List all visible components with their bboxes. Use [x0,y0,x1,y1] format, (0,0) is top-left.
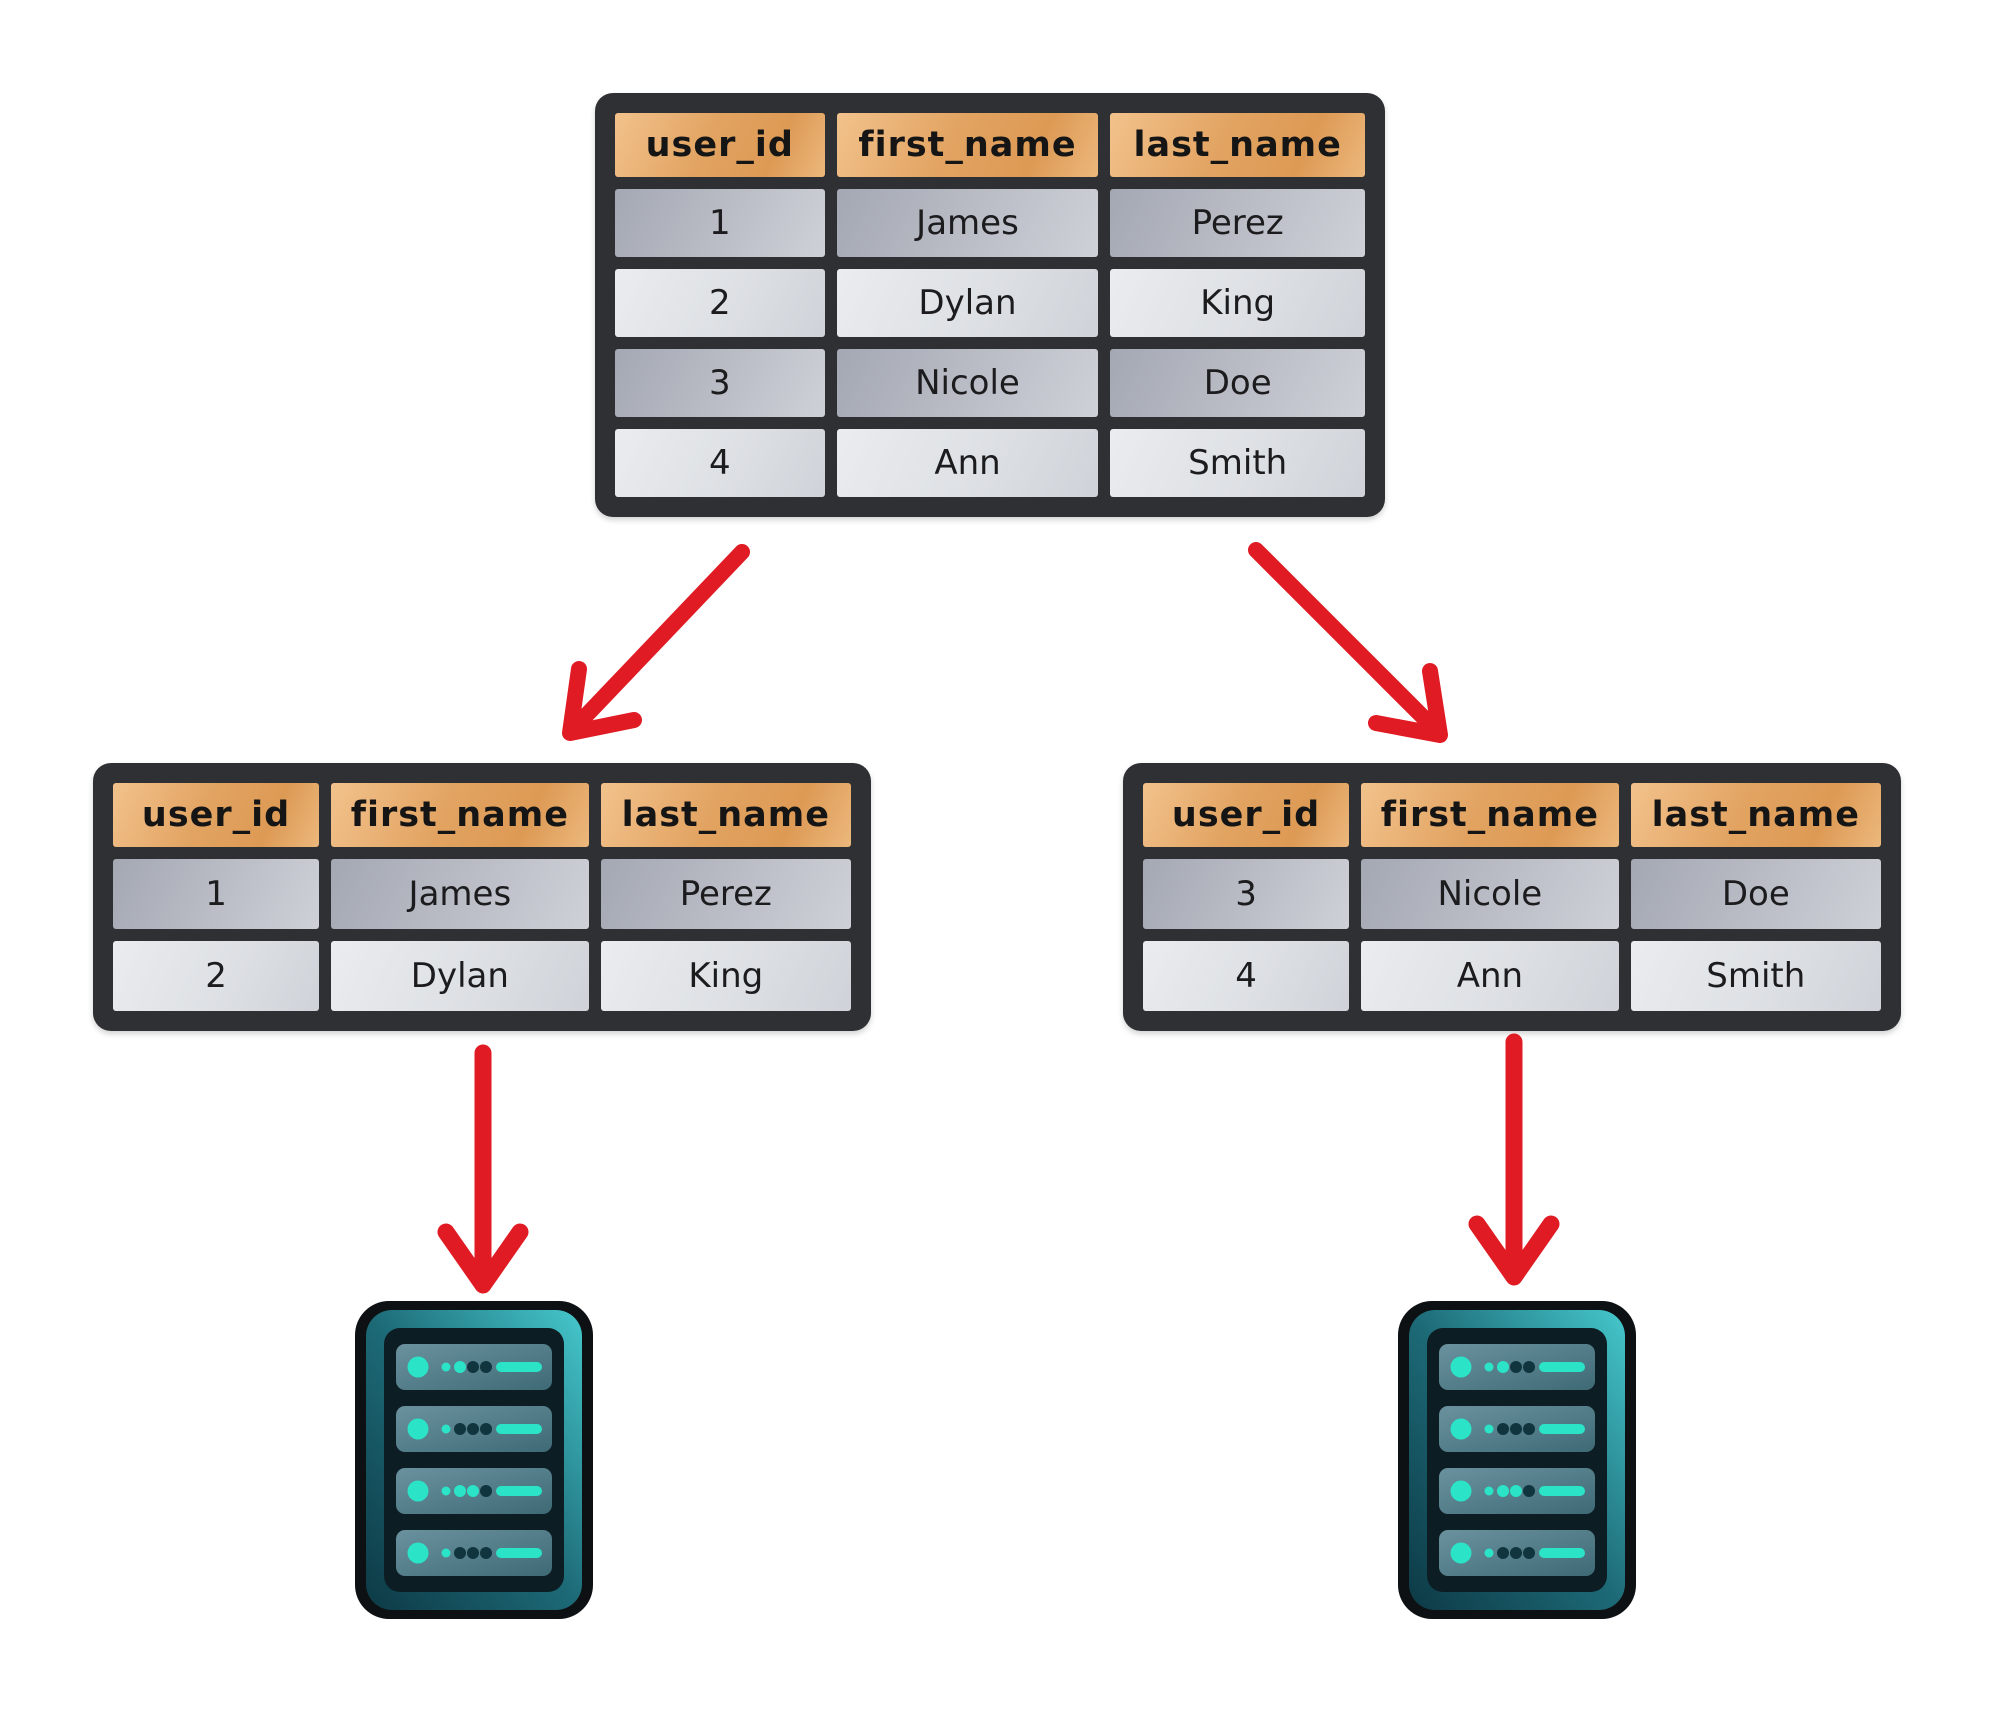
server-bay [396,1406,552,1452]
table-cell: 4 [615,429,825,497]
table-cell: Ann [836,429,1099,497]
column-header-user-id: user_id [1143,783,1350,847]
table-cell: 1 [113,859,320,929]
table-cell: Smith [1630,941,1881,1011]
table-cell: Smith [1110,429,1365,497]
column-header-first-name: first_name [836,113,1099,177]
shard-table-left: user_id first_name last_name 1 James Per… [93,763,871,1031]
server-chassis [384,1328,564,1592]
server-chassis [1427,1328,1607,1592]
database-server-icon-right [1398,1301,1636,1619]
table-cell: Perez [600,859,851,929]
column-header-first-name: first_name [331,783,589,847]
table-cell: 3 [1143,859,1350,929]
table-cell: Nicole [836,349,1099,417]
table-cell: Doe [1110,349,1365,417]
table-cell: 4 [1143,941,1350,1011]
column-header-last-name: last_name [600,783,851,847]
server-bay [1439,1468,1595,1514]
server-bay [396,1468,552,1514]
arrow-right-shard-to-server-icon [1468,1033,1560,1286]
database-server-icon-left [355,1301,593,1619]
table-cell: 2 [113,941,320,1011]
arrow-main-to-right-shard-icon [1248,542,1448,743]
table-cell: 3 [615,349,825,417]
server-bay [396,1530,552,1576]
column-header-last-name: last_name [1630,783,1881,847]
table-cell: Perez [1110,189,1365,257]
column-header-user-id: user_id [113,783,320,847]
table-cell: King [600,941,851,1011]
table-cell: Dylan [331,941,589,1011]
table-cell: 1 [615,189,825,257]
column-header-user-id: user_id [615,113,825,177]
server-bay [1439,1530,1595,1576]
table-cell: James [836,189,1099,257]
table-cell: James [331,859,589,929]
table-cell: Nicole [1361,859,1619,929]
table-cell: 2 [615,269,825,337]
table-cell: Doe [1630,859,1881,929]
column-header-first-name: first_name [1361,783,1619,847]
table-cell: Dylan [836,269,1099,337]
table-cell: King [1110,269,1365,337]
arrow-left-shard-to-server-icon [437,1044,529,1294]
server-bay [1439,1406,1595,1452]
arrow-main-to-left-shard-icon [562,544,750,741]
table-cell: Ann [1361,941,1619,1011]
shard-table-right: user_id first_name last_name 3 Nicole Do… [1123,763,1901,1031]
server-bay [1439,1344,1595,1390]
main-users-table: user_id first_name last_name 1 James Per… [595,93,1385,517]
column-header-last-name: last_name [1110,113,1365,177]
server-bay [396,1344,552,1390]
